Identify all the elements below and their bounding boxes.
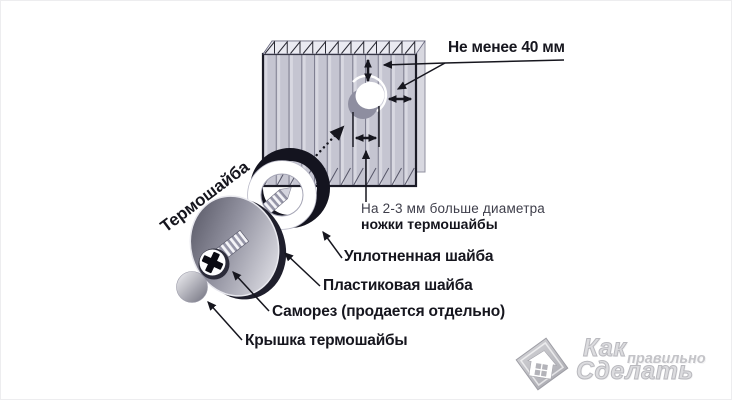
- min-distance-label: Не менее 40 мм: [448, 39, 565, 56]
- hole-note-line2: ножки термошайбы: [361, 216, 498, 232]
- min-distance-leaders: [361, 59, 565, 202]
- plastic-washer-label: Пластиковая шайба: [323, 277, 473, 294]
- watermark-word-bottom: Сделать: [576, 357, 694, 386]
- screw-leader: [232, 271, 270, 312]
- hole-note-line1: На 2-3 мм больше диаметра: [361, 201, 545, 216]
- sheet-top-edge: [262, 40, 426, 55]
- hole-diameter-bracket: [352, 106, 380, 147]
- cap-leader: [207, 301, 243, 341]
- drill-hole: [348, 74, 388, 119]
- house-diamond-icon: [515, 337, 569, 391]
- sealing-washer-label: Уплотненная шайба: [344, 248, 494, 265]
- screw-label: Саморез (продается отдельно): [272, 303, 506, 320]
- cap-label: Крышка термошайбы: [245, 332, 408, 349]
- phillips-cross-icon: [201, 251, 224, 274]
- screw-assembly: [198, 229, 250, 280]
- thermo-washer-cap: [176, 271, 208, 303]
- white-washer-ring: [247, 160, 317, 230]
- sealing-washer-leader: [322, 230, 343, 259]
- label-leaders: [207, 230, 343, 341]
- dimension-arrows: [354, 58, 413, 142]
- watermark-word-top: Как: [582, 334, 627, 363]
- watermark-word-middle: правильно: [627, 351, 706, 367]
- insertion-dotted-arrow: [311, 125, 345, 161]
- plastic-washer-leader: [284, 252, 321, 287]
- screw-tip: [260, 187, 292, 217]
